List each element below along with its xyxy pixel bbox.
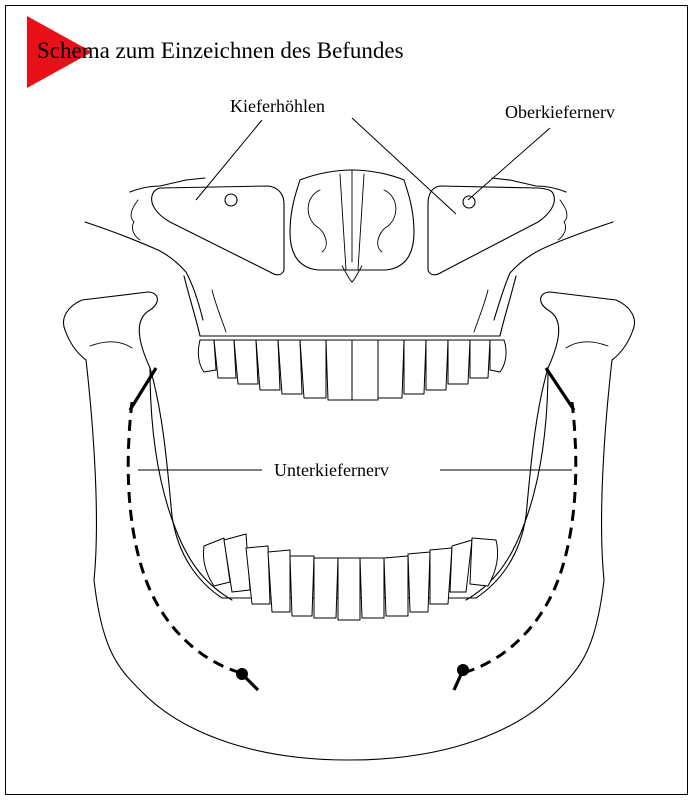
left-nerve-canal — [128, 402, 238, 672]
lower-teeth — [203, 534, 497, 620]
label-upper-jaw-nerve: Oberkiefernerv — [505, 102, 615, 122]
label-maxillary-sinus: Kieferhöhlen — [230, 96, 325, 116]
left-sinus — [152, 186, 284, 275]
page-title: Schema zum Einzeichnen des Befundes — [37, 38, 404, 63]
right-nerve-foramen — [463, 196, 475, 208]
left-nerve-entry-bar — [130, 368, 156, 410]
upper-teeth — [198, 340, 506, 400]
left-nerve-foramen — [225, 194, 237, 206]
right-sinus — [428, 186, 554, 275]
label-lower-jaw-nerve: Unterkiefernerv — [274, 460, 389, 480]
leader-lines — [138, 118, 572, 470]
upper-skull — [85, 170, 613, 336]
right-nerve-entry-bar — [546, 368, 574, 410]
lower-jaw-nerve-canals — [128, 368, 576, 690]
